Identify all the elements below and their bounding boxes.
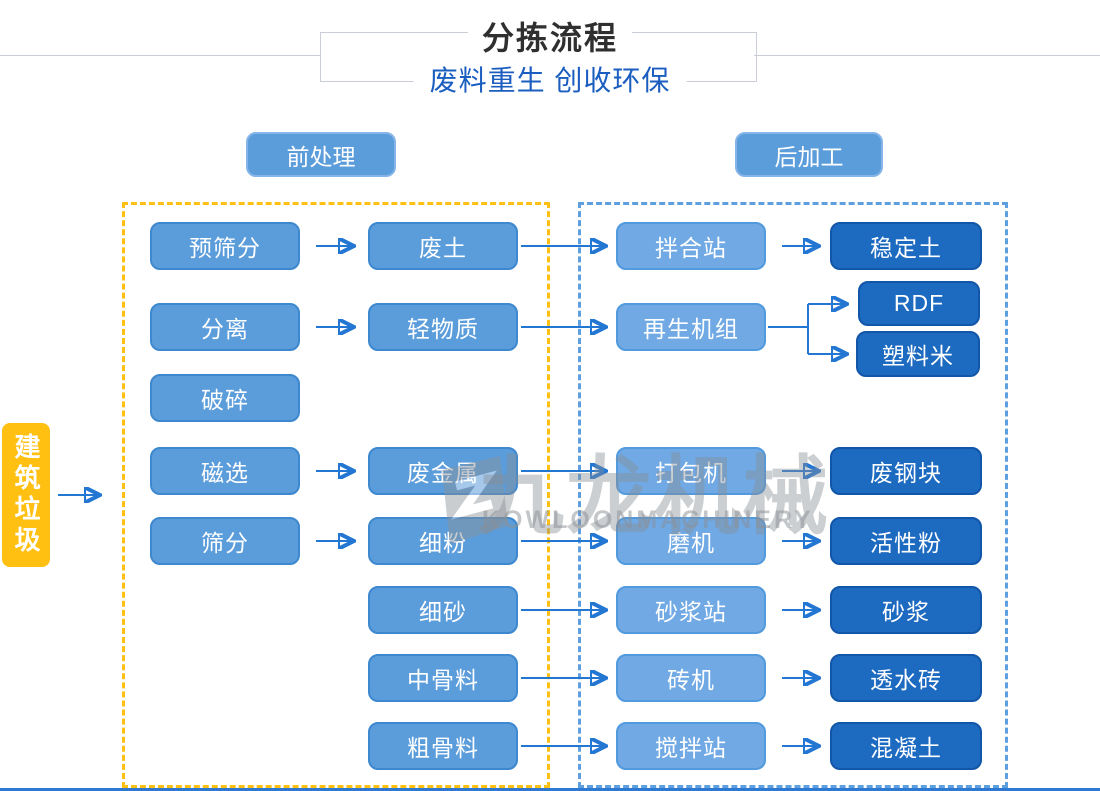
header-rule-right [754, 55, 1100, 56]
node-plastic-pellets: 塑料米 [856, 331, 980, 377]
section-badge-preprocessing: 前处理 [246, 132, 396, 177]
node-scrap-steel-block: 废钢块 [830, 447, 982, 495]
node-mill: 磨机 [616, 517, 766, 565]
node-magnetic-separation: 磁选 [150, 447, 300, 495]
node-crushing: 破碎 [150, 374, 300, 422]
node-concrete-mixing-station: 搅拌站 [616, 722, 766, 770]
node-scrap-metal: 废金属 [368, 447, 518, 495]
node-screening: 筛分 [150, 517, 300, 565]
node-mortar-station: 砂浆站 [616, 586, 766, 634]
node-fine-powder: 细粉 [368, 517, 518, 565]
section-badge-postprocessing: 后加工 [735, 132, 883, 177]
node-waste-soil: 废土 [368, 222, 518, 270]
node-permeable-brick: 透水砖 [830, 654, 982, 702]
node-regeneration-unit: 再生机组 [616, 303, 766, 351]
page-title: 分拣流程 [467, 13, 633, 59]
node-mixing-station: 拌合站 [616, 222, 766, 270]
node-stabilized-soil: 稳定土 [830, 222, 982, 270]
node-concrete: 混凝土 [830, 722, 982, 770]
node-fine-sand: 细砂 [368, 586, 518, 634]
node-baler: 打包机 [616, 447, 766, 495]
construction-waste-label: 建筑垃圾 [11, 433, 41, 557]
node-rdf: RDF [858, 281, 980, 326]
node-light-material: 轻物质 [368, 303, 518, 351]
node-pre-screening: 预筛分 [150, 222, 300, 270]
bottom-rule [0, 788, 1100, 791]
node-medium-aggregate: 中骨料 [368, 654, 518, 702]
node-brick-machine: 砖机 [616, 654, 766, 702]
node-coarse-aggregate: 粗骨料 [368, 722, 518, 770]
node-construction-waste: 建筑垃圾 [2, 423, 50, 567]
node-active-powder: 活性粉 [830, 517, 982, 565]
node-mortar: 砂浆 [830, 586, 982, 634]
page-subtitle: 废料重生 创收环保 [413, 59, 687, 99]
header-rule-left [0, 55, 321, 56]
preprocessing-region-border [122, 202, 550, 788]
node-separation: 分离 [150, 303, 300, 351]
postprocessing-region-border [578, 202, 1008, 788]
